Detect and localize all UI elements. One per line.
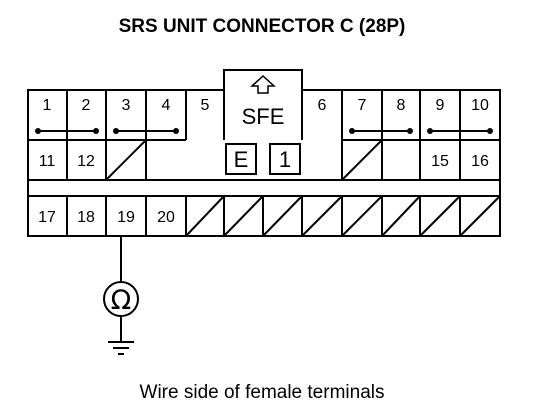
shorting-bar-7-8 [349, 128, 413, 134]
terminal-1: 1 [43, 97, 52, 114]
ohm-icon: Ω [111, 285, 132, 316]
marker-box-1 [269, 143, 301, 175]
shorting-bar-3-4 [113, 128, 179, 134]
blank-cavity-marks [105, 139, 501, 237]
blank-cavity-22 [223, 195, 264, 237]
blank-cavity-24 [301, 195, 343, 237]
up-arrow-icon [250, 74, 276, 94]
terminal-11: 11 [39, 153, 56, 170]
terminal-9: 9 [436, 97, 445, 114]
terminal-12: 12 [77, 153, 95, 170]
terminal-7: 7 [358, 97, 367, 114]
terminal-16: 16 [471, 153, 489, 170]
terminal-18: 18 [77, 209, 95, 226]
terminal-10: 10 [471, 97, 489, 114]
marker-box-e [225, 143, 257, 175]
shorting-bars [35, 128, 493, 134]
terminal-4: 4 [162, 97, 171, 114]
diagram-title: SRS UNIT CONNECTOR C (28P) [119, 16, 406, 37]
ohmmeter-circuit: Ω [103, 236, 139, 355]
terminal-row-2: 11 12 15 16 [39, 153, 489, 170]
diagram-caption: Wire side of female terminals [140, 382, 385, 403]
terminal-17: 17 [38, 209, 56, 226]
blank-cavity-21 [185, 195, 225, 237]
blank-cavity-14 [341, 139, 383, 181]
marker-label-e: E [234, 147, 249, 172]
lock-tab-outline [223, 69, 303, 90]
connector-housing [27, 69, 501, 237]
terminal-15: 15 [431, 153, 449, 170]
terminal-row-3: 17 18 19 20 [38, 209, 175, 226]
blank-cavity-28 [459, 195, 501, 237]
terminal-2: 2 [82, 97, 91, 114]
blank-cavity-25 [341, 195, 383, 237]
terminal-8: 8 [397, 97, 406, 114]
terminal-20: 20 [157, 209, 175, 226]
marker-label-1: 1 [279, 147, 291, 172]
terminal-3: 3 [122, 97, 131, 114]
blank-cavity-27 [419, 195, 461, 237]
terminal-6: 6 [318, 97, 327, 114]
terminal-5: 5 [201, 97, 210, 114]
ground-icon [108, 341, 134, 355]
connector-code-label: SFE [242, 104, 285, 129]
shorting-bar-1-2 [35, 128, 99, 134]
terminal-row-1: 1 2 3 4 5 6 7 8 9 10 [43, 97, 489, 114]
shorting-bar-9-10 [427, 128, 493, 134]
blank-cavity-13 [105, 139, 147, 181]
blank-cavity-23 [262, 195, 303, 237]
terminal-19: 19 [117, 209, 135, 226]
blank-cavity-26 [381, 195, 421, 237]
